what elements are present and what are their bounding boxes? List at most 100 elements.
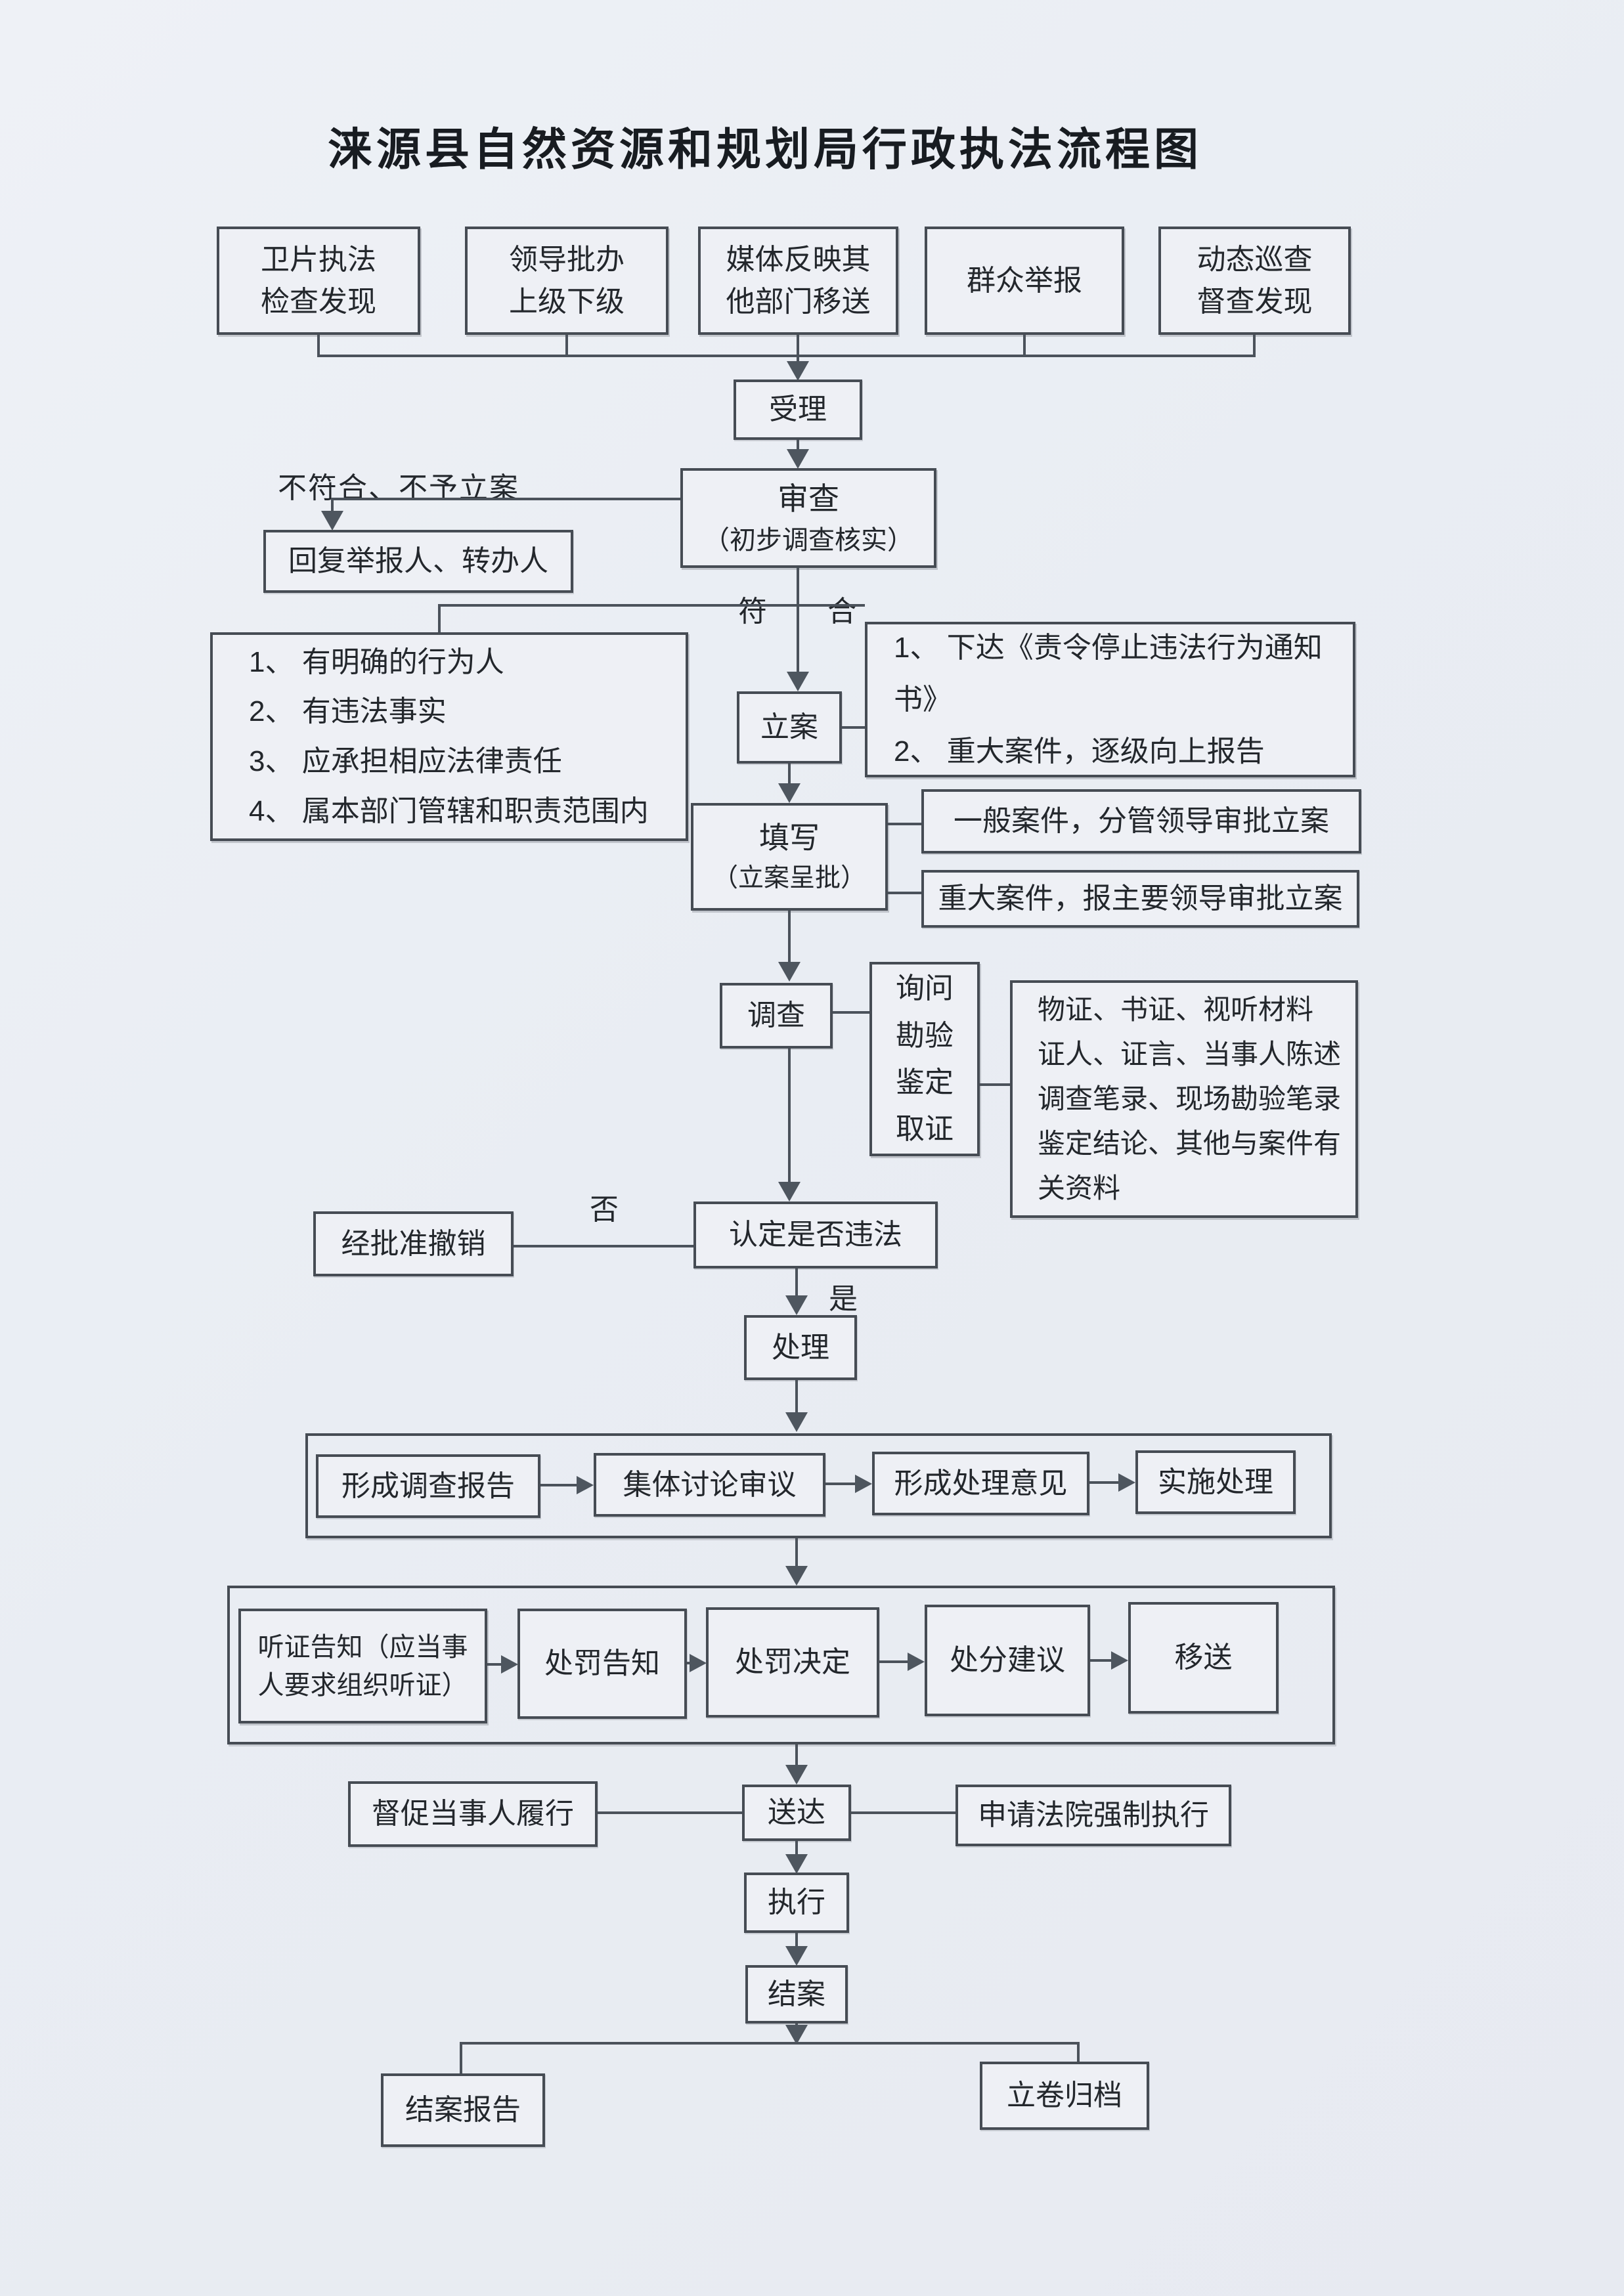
- connector-line: [879, 1660, 908, 1663]
- arrowhead-right: [908, 1653, 925, 1671]
- node-media-transfer: 媒体反映其 他部门移送: [698, 227, 898, 335]
- connector-line: [795, 1538, 798, 1567]
- node-reply-reporter: 回复举报人、转办人: [263, 530, 573, 593]
- connector-line: [565, 335, 568, 356]
- connector-line: [795, 1841, 798, 1855]
- arrowhead-down: [778, 1182, 801, 1202]
- punishment-stage-container: [227, 1586, 1335, 1744]
- handling-stage-container: [305, 1433, 1332, 1538]
- arrowhead-right: [855, 1475, 872, 1493]
- connector-line: [795, 1380, 798, 1414]
- node-public-report: 群众举报: [925, 227, 1124, 335]
- node-implement-handling: 实施处理: [1135, 1450, 1296, 1514]
- node-punish-notice: 处罚告知: [517, 1609, 687, 1719]
- node-fill-approval: 填写 （立案呈批）: [691, 803, 888, 911]
- connector-line: [317, 335, 320, 356]
- node-determine-illegal: 认定是否违法: [693, 1202, 938, 1268]
- node-execute: 执行: [744, 1873, 849, 1933]
- connector-line: [833, 1011, 869, 1014]
- node-case-conditions: 1、 有明确的行为人 2、 有违法事实 3、 应承担相应法律责任 4、 属本部门…: [210, 632, 688, 841]
- node-dynamic-patrol: 动态巡查 督查发现: [1158, 227, 1351, 335]
- arrowhead-right: [1111, 1651, 1128, 1670]
- connector-line: [851, 1811, 955, 1814]
- node-investigate: 调查: [720, 983, 833, 1049]
- arrowhead-down: [321, 511, 343, 531]
- node-major-case-approval: 重大案件，报主要领导审批立案: [921, 870, 1359, 928]
- connector-line: [797, 568, 799, 673]
- arrowhead-down: [785, 2025, 808, 2045]
- node-file-case: 立案: [737, 691, 842, 764]
- node-hearing-notice: 听证告知（应当事 人要求组织听证）: [238, 1609, 487, 1723]
- node-general-case-approval: 一般案件，分管领导审批立案: [921, 789, 1361, 854]
- arrowhead-down: [787, 672, 809, 691]
- node-handling-opinion: 形成处理意见: [872, 1452, 1089, 1515]
- node-archive: 立卷归档: [980, 2062, 1149, 2130]
- arrowhead-down: [785, 1295, 808, 1315]
- connector-line: [797, 440, 799, 450]
- connector-line: [797, 355, 799, 364]
- connector-line: [980, 1083, 1010, 1086]
- connector-line: [598, 1811, 742, 1814]
- node-transfer: 移送: [1128, 1602, 1279, 1714]
- connector-line: [795, 1268, 798, 1297]
- node-revoke: 经批准撤销: [313, 1211, 514, 1276]
- node-handle: 处理: [744, 1315, 857, 1380]
- page-title: 涞源县自然资源和规划局行政执法流程图: [327, 125, 1202, 175]
- connector-line: [797, 335, 799, 356]
- arrowhead-down: [778, 962, 801, 982]
- arrowhead-down: [787, 449, 809, 469]
- edge-label-no: 否: [590, 1194, 620, 1226]
- connector-line: [540, 1484, 577, 1486]
- connector-line: [487, 1663, 502, 1666]
- node-collective-discussion: 集体讨论审议: [594, 1453, 825, 1517]
- arrowhead-down: [785, 1566, 808, 1586]
- arrowhead-down: [785, 1946, 808, 1966]
- node-leader-assignment: 领导批办 上级下级: [465, 227, 669, 335]
- connector-line: [438, 604, 865, 607]
- node-deliver: 送达: [742, 1785, 851, 1841]
- connector-line: [888, 823, 921, 825]
- arrowhead-down: [785, 1854, 808, 1874]
- node-punish-decision: 处罚决定: [706, 1607, 879, 1718]
- connector-line: [788, 911, 791, 963]
- arrowhead-right: [577, 1476, 594, 1494]
- connector-line: [331, 498, 334, 512]
- connector-line: [1077, 2042, 1080, 2062]
- arrowhead-down: [778, 783, 801, 803]
- arrowhead-down: [785, 1412, 808, 1432]
- connector-line: [1089, 1481, 1119, 1484]
- connector-line: [317, 355, 1256, 357]
- node-court-enforcement: 申请法院强制执行: [955, 1785, 1231, 1846]
- connector-line: [331, 498, 680, 500]
- connector-line: [438, 604, 441, 632]
- connector-line: [795, 1744, 798, 1766]
- edge-label-yes: 是: [829, 1283, 859, 1315]
- arrowhead-right: [690, 1654, 707, 1672]
- arrowhead-down: [785, 1765, 808, 1785]
- arrowhead-down: [787, 361, 809, 381]
- connector-line: [788, 1049, 791, 1183]
- connector-line: [888, 892, 921, 894]
- node-discipline-suggestion: 处分建议: [925, 1605, 1090, 1716]
- connector-line: [1090, 1659, 1112, 1662]
- node-close-report: 结案报告: [381, 2073, 545, 2147]
- connector-line: [788, 764, 791, 786]
- node-case-actions: 1、 下达《责令停止违法行为通知书》 2、 重大案件，逐级向上报告: [865, 622, 1355, 777]
- node-urge-party: 督促当事人履行: [348, 1781, 598, 1847]
- connector-line: [514, 1245, 693, 1247]
- arrowhead-right: [1118, 1473, 1135, 1492]
- connector-line: [1023, 335, 1026, 356]
- node-satellite-inspection: 卫片执法 检查发现: [217, 227, 420, 335]
- node-evidence-items: 物证、书证、视听材料 证人、证言、当事人陈述 调查笔录、现场勘验笔录 鉴定结论、…: [1010, 980, 1358, 1218]
- connector-line: [687, 1662, 691, 1664]
- connector-line: [825, 1483, 856, 1485]
- node-evidence-methods: 询问 勘验 鉴定 取证: [869, 962, 980, 1156]
- node-close-case: 结案: [745, 1965, 848, 2024]
- connector-line: [460, 2042, 462, 2073]
- connector-line: [1253, 335, 1256, 356]
- node-investigation-report: 形成调查报告: [316, 1454, 540, 1518]
- arrowhead-right: [501, 1655, 518, 1674]
- connector-line: [842, 726, 865, 729]
- node-review: 审查 （初步调查核实）: [680, 468, 936, 568]
